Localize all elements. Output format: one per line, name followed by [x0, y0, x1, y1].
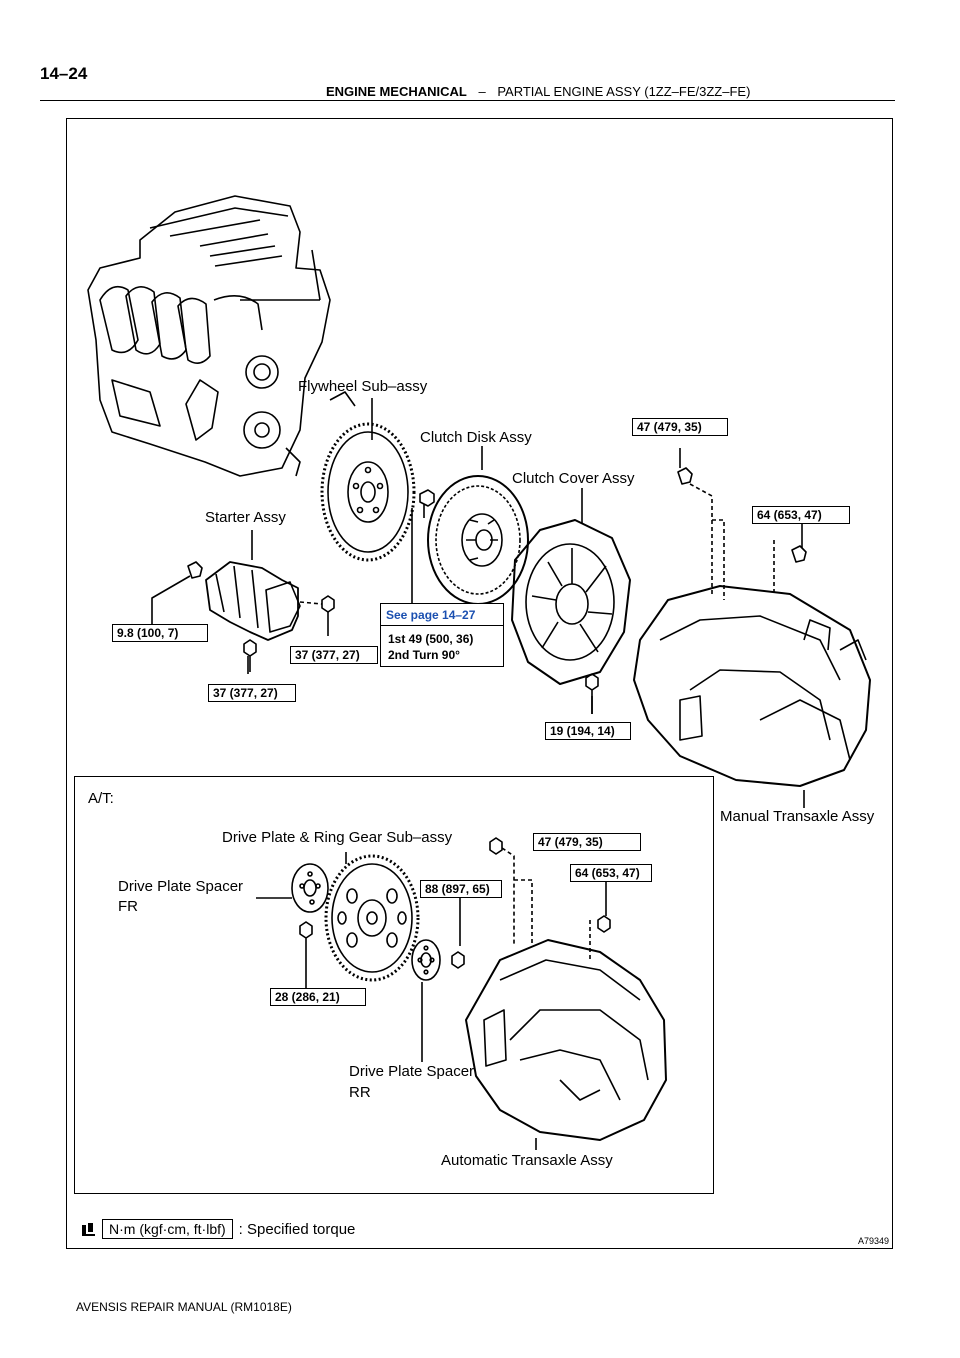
label-manual-transaxle: Manual Transaxle Assy — [720, 808, 875, 825]
automatic-transaxle-illustration — [465, 837, 667, 1150]
header-rule — [40, 100, 895, 101]
at-subfigure-frame — [74, 776, 714, 1194]
torque-clutch-cover-bolt: 19 (194, 14) — [545, 722, 631, 740]
flywheel-illustration — [320, 398, 416, 562]
image-id: A79349 — [858, 1236, 890, 1246]
flywheel-tightening-note: See page 14–27 1st 49 (500, 36) 2nd Turn… — [380, 603, 504, 667]
label-starter: Starter Assy — [205, 509, 286, 526]
torque-starter-right: 37 (377, 27) — [290, 646, 378, 664]
label-flywheel: Flywheel Sub–assy — [298, 378, 428, 395]
footer: AVENSIS REPAIR MANUAL (RM1018E) — [76, 1300, 292, 1314]
torque-legend-text: : Specified torque — [238, 1220, 356, 1238]
label-clutch-disk: Clutch Disk Assy — [420, 429, 532, 446]
note-reference: See page 14–27 — [381, 604, 503, 626]
label-drive-plate-spacer-fr-line2: FR — [118, 898, 138, 915]
engine-block-illustration — [87, 195, 356, 477]
section-separator: – — [478, 84, 486, 99]
page-number: 14–24 — [40, 64, 88, 83]
drive-plate-spacer-rr-illustration — [411, 939, 441, 1062]
label-drive-plate-spacer-fr-line1: Drive Plate Spacer — [118, 878, 244, 895]
manual-transaxle-illustration — [633, 448, 871, 808]
torque-at-side-bolt: 64 (653, 47) — [570, 864, 652, 882]
torque-legend: N·m (kgf·cm, ft·lbf) : Specified torque — [80, 1219, 355, 1239]
starter-illustration — [187, 530, 335, 672]
clutch-cover-illustration — [511, 488, 631, 714]
label-drive-plate-spacer-rr-line1: Drive Plate Spacer — [349, 1063, 475, 1080]
torque-unit-box: N·m (kgf·cm, ft·lbf) — [102, 1219, 233, 1239]
section-title: ENGINE MECHANICAL – PARTIAL ENGINE ASSY … — [326, 84, 750, 99]
label-clutch-cover: Clutch Cover Assy — [512, 470, 635, 487]
torque-mt-top-bolt: 47 (479, 35) — [632, 418, 728, 436]
subsection-name: PARTIAL ENGINE ASSY (1ZZ–FE/3ZZ–FE) — [497, 84, 751, 99]
label-automatic-transaxle: Automatic Transaxle Assy — [441, 1152, 613, 1169]
torque-starter-upper-left: 9.8 (100, 7) — [112, 624, 208, 642]
note-line-2: 2nd Turn 90° — [388, 648, 460, 662]
torque-drive-plate-bolt: 88 (897, 65) — [420, 880, 502, 898]
torque-starter-lower: 37 (377, 27) — [208, 684, 296, 702]
section-name: ENGINE MECHANICAL — [326, 84, 467, 99]
torque-mt-side-bolt: 64 (653, 47) — [752, 506, 850, 524]
drive-plate-spacer-fr-illustration — [256, 863, 329, 913]
label-drive-plate-ring-gear: Drive Plate & Ring Gear Sub–assy — [222, 829, 453, 846]
drive-plate-ring-gear-illustration — [324, 852, 420, 982]
label-drive-plate-spacer-rr-line2: RR — [349, 1084, 371, 1101]
note-line-1: 1st 49 (500, 36) — [388, 632, 474, 646]
torque-at-top-bolt: 47 (479, 35) — [533, 833, 641, 851]
figure-frame — [66, 118, 893, 1249]
torque-drive-plate-spacer-bolt: 28 (286, 21) — [270, 988, 366, 1006]
at-section-label: A/T: — [88, 790, 114, 807]
torque-wrench-icon — [82, 1223, 95, 1236]
